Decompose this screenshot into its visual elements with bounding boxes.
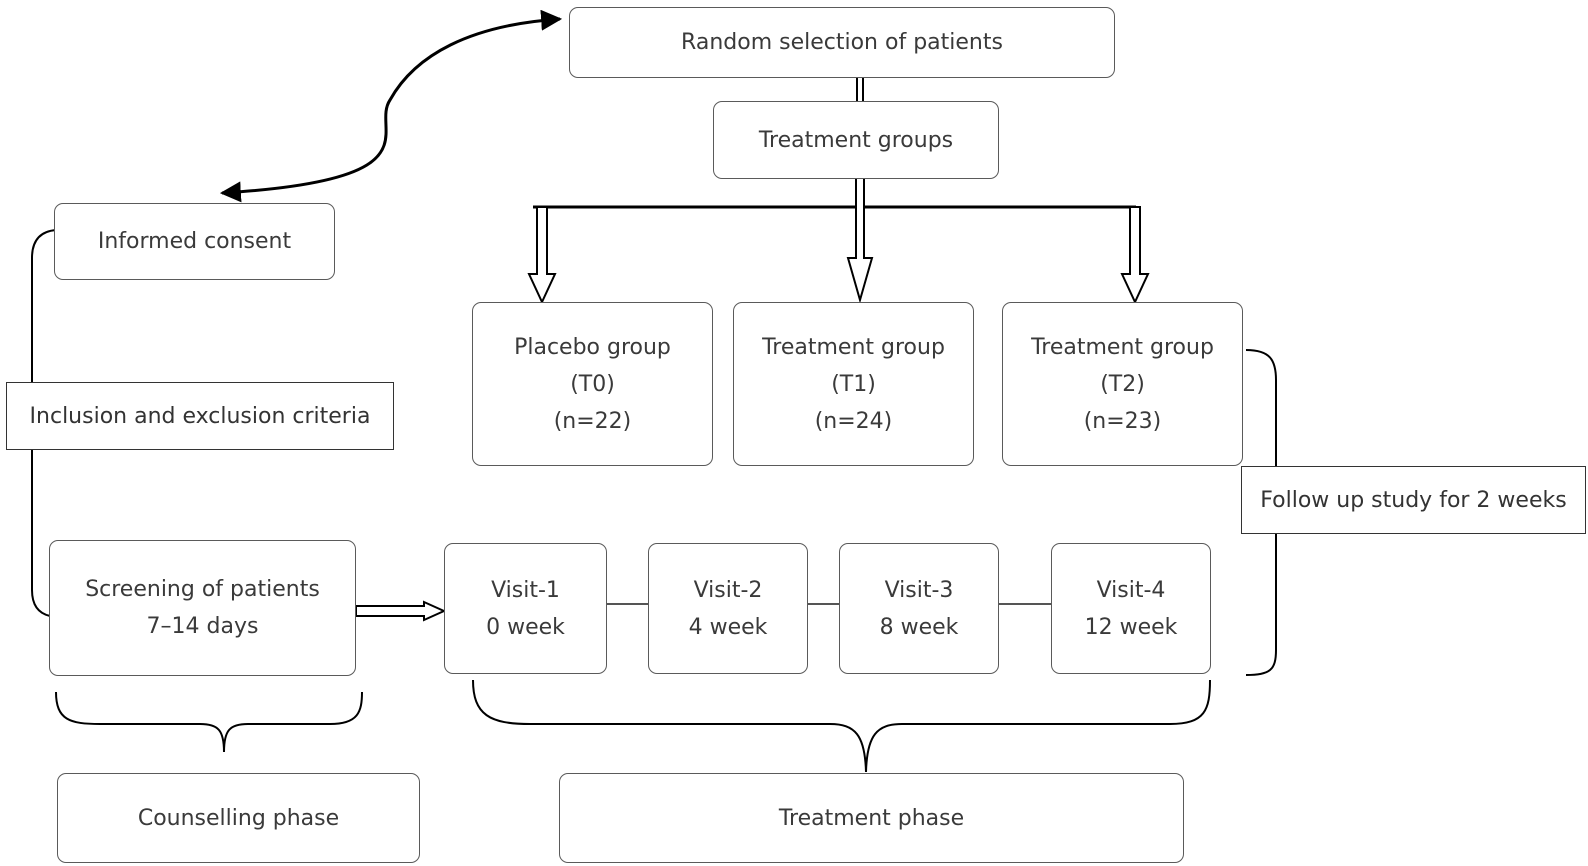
follow-up-box: Follow up study for 2 weeks	[1241, 466, 1586, 534]
visit-4-box: Visit-4 12 week	[1051, 543, 1211, 674]
t2-title: Treatment group	[1031, 335, 1214, 360]
placebo-group-box: Placebo group (T0) (n=22)	[472, 302, 713, 466]
visit-1-week: 0 week	[486, 614, 565, 640]
criteria-label: Inclusion and exclusion criteria	[29, 403, 371, 429]
t1-n: (n=24)	[814, 409, 893, 434]
visit-2-label: Visit-2	[693, 577, 763, 603]
placebo-title: Placebo group	[514, 335, 671, 360]
treatment-phase-box: Treatment phase	[559, 773, 1184, 863]
screening-box: Screening of patients 7–14 days	[49, 540, 356, 676]
t1-code: (T1)	[831, 372, 876, 397]
visit-4-label: Visit-4	[1096, 577, 1166, 603]
treatment-groups-box: Treatment groups	[713, 101, 999, 179]
visit-2-week: 4 week	[688, 614, 768, 640]
arrow-to-t2	[1120, 206, 1150, 305]
selection-to-groups-connector	[856, 78, 864, 101]
visit-3-week: 8 week	[879, 614, 959, 640]
random-selection-label: Random selection of patients	[681, 30, 1003, 55]
placebo-n: (n=22)	[553, 409, 632, 434]
informed-consent-box: Informed consent	[54, 203, 335, 280]
screening-line2: 7–14 days	[146, 614, 259, 639]
random-selection-box: Random selection of patients	[569, 7, 1115, 78]
informed-consent-label: Informed consent	[97, 229, 292, 254]
counselling-brace	[55, 691, 363, 753]
counselling-phase-box: Counselling phase	[57, 773, 420, 863]
treatment-group-t1-box: Treatment group (T1) (n=24)	[733, 302, 974, 466]
placebo-code: (T0)	[570, 372, 615, 397]
consent-selection-arrow	[219, 9, 563, 203]
treatment-phase-label: Treatment phase	[778, 805, 965, 831]
t2-code: (T2)	[1100, 372, 1145, 397]
follow-up-label: Follow up study for 2 weeks	[1260, 487, 1567, 513]
visit-1-box: Visit-1 0 week	[444, 543, 607, 674]
visit-4-week: 12 week	[1084, 614, 1178, 640]
arrow-to-placebo	[527, 206, 557, 305]
treatment-groups-label: Treatment groups	[758, 127, 954, 153]
visit-3-label: Visit-3	[884, 577, 954, 603]
arrow-to-t1	[846, 177, 874, 304]
visit-3-box: Visit-3 8 week	[839, 543, 999, 674]
visit-1-label: Visit-1	[491, 577, 560, 603]
t2-n: (n=23)	[1083, 409, 1162, 434]
treatment-group-t2-box: Treatment group (T2) (n=23)	[1002, 302, 1243, 466]
treatment-brace	[472, 679, 1211, 773]
visit-2-box: Visit-2 4 week	[648, 543, 808, 674]
t1-title: Treatment group	[762, 335, 945, 360]
criteria-box: Inclusion and exclusion criteria	[6, 382, 394, 450]
screening-line1: Screening of patients	[85, 577, 320, 602]
counselling-phase-label: Counselling phase	[137, 805, 340, 831]
arrow-to-visit-1	[355, 600, 447, 622]
